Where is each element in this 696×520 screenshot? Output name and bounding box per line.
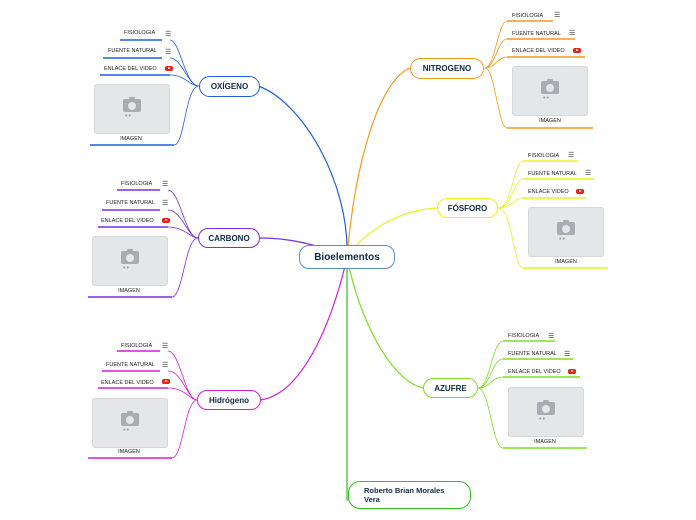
image-placeholder: •• xyxy=(512,66,588,116)
notes-icon: ☰ xyxy=(569,30,576,37)
branch-label: OXÍGENO xyxy=(210,82,249,91)
leaf-fuente-natural[interactable]: FUENTE NATURAL xyxy=(106,200,155,206)
branch-label: FÓSFORO xyxy=(447,203,488,213)
leaf-fuente-natural[interactable]: FUENTE NATURAL xyxy=(106,362,155,368)
video-link-icon[interactable] xyxy=(568,369,576,374)
image-placeholder: •• xyxy=(528,207,604,257)
leaf-fisiologia[interactable]: FISIOLOGIA xyxy=(512,13,544,19)
image-label: IMAGEN xyxy=(118,449,140,455)
branch-nitrogeno[interactable]: NITROGENO xyxy=(410,58,484,79)
leaf-fisiologia[interactable]: FISIOLOGIA xyxy=(508,333,540,339)
camera-icon xyxy=(121,411,139,426)
image-label: IMAGEN xyxy=(539,118,561,124)
branch-label: Hidrógeno xyxy=(209,395,249,405)
leaf-enlace-video[interactable]: ENLACE DEL VIDEO xyxy=(508,369,561,375)
leaf-fisiologia[interactable]: FISIOLOGIA xyxy=(124,30,156,36)
dots-icon: •• xyxy=(543,95,550,102)
leaf-enlace-video[interactable]: ENLACE DEL VIDEO xyxy=(512,48,565,54)
branch-label: AZUFRE xyxy=(434,383,467,393)
branch-fosforo[interactable]: FÓSFORO xyxy=(437,198,498,218)
video-link-icon[interactable] xyxy=(573,48,581,53)
notes-icon: ☰ xyxy=(162,343,169,350)
image-placeholder: •• xyxy=(92,398,168,448)
root-label: Bioelementos xyxy=(314,251,380,263)
notes-icon: ☰ xyxy=(162,181,169,188)
image-placeholder: •• xyxy=(508,387,584,437)
branch-label: NITROGENO xyxy=(422,64,472,73)
notes-icon: ☰ xyxy=(162,362,169,369)
image-label: IMAGEN xyxy=(534,439,556,445)
branch-carbono[interactable]: CARBONO xyxy=(198,228,260,248)
dots-icon: •• xyxy=(123,427,130,434)
video-link-icon[interactable] xyxy=(162,379,170,384)
leaf-fisiologia[interactable]: FISIOLOGIA xyxy=(121,181,153,187)
dots-icon: •• xyxy=(125,113,132,120)
leaf-fuente-natural[interactable]: FUENTE NATURAL xyxy=(528,171,577,177)
leaf-enlace-video[interactable]: ENLACE VIDEO xyxy=(528,189,569,195)
leaf-fuente-natural[interactable]: FUENTE NATURAL xyxy=(508,351,557,357)
branch-hidrogeno[interactable]: Hidrógeno xyxy=(197,390,261,410)
leaf-fuente-natural[interactable]: FUENTE NATURAL xyxy=(512,31,561,37)
leaf-fisiologia[interactable]: FISIOLOGIA xyxy=(121,343,153,349)
root-node[interactable]: Bioelementos xyxy=(299,245,395,269)
image-placeholder: •• xyxy=(92,236,168,286)
author-label: Roberto Brian Morales Vera xyxy=(364,486,445,504)
branch-oxigeno[interactable]: OXÍGENO xyxy=(199,76,260,97)
notes-icon: ☰ xyxy=(554,12,561,19)
leaf-enlace-video[interactable]: ENLACE DEL VIDEO xyxy=(101,218,154,224)
camera-icon xyxy=(123,97,141,112)
image-label: IMAGEN xyxy=(120,136,142,142)
dots-icon: •• xyxy=(123,265,130,272)
leaf-fisiologia[interactable]: FISIOLOGIA xyxy=(528,153,560,159)
notes-icon: ☰ xyxy=(585,170,592,177)
camera-icon xyxy=(541,79,559,94)
image-label: IMAGEN xyxy=(555,259,577,265)
video-link-icon[interactable] xyxy=(576,189,584,194)
leaf-enlace-video[interactable]: ENLACE DEL VIDEO xyxy=(101,380,154,386)
branch-azufre[interactable]: AZUFRE xyxy=(423,378,478,398)
camera-icon xyxy=(557,220,575,235)
camera-icon xyxy=(537,400,555,415)
image-placeholder: •• xyxy=(94,84,170,134)
notes-icon: ☰ xyxy=(165,49,172,56)
notes-icon: ☰ xyxy=(162,200,169,207)
notes-icon: ☰ xyxy=(548,333,555,340)
dots-icon: •• xyxy=(539,416,546,423)
leaf-fuente-natural[interactable]: FUENTE NATURAL xyxy=(108,48,157,54)
author-node[interactable]: Roberto Brian Morales Vera xyxy=(348,481,471,509)
leaf-enlace-video[interactable]: ENLACE DEL VIDEO xyxy=(104,66,157,72)
image-label: IMAGEN xyxy=(118,288,140,294)
camera-icon xyxy=(121,249,139,264)
video-link-icon[interactable] xyxy=(165,66,173,71)
dots-icon: •• xyxy=(559,236,566,243)
notes-icon: ☰ xyxy=(165,31,172,38)
notes-icon: ☰ xyxy=(564,351,571,358)
branch-label: CARBONO xyxy=(208,233,250,243)
notes-icon: ☰ xyxy=(568,152,575,159)
video-link-icon[interactable] xyxy=(162,218,170,223)
